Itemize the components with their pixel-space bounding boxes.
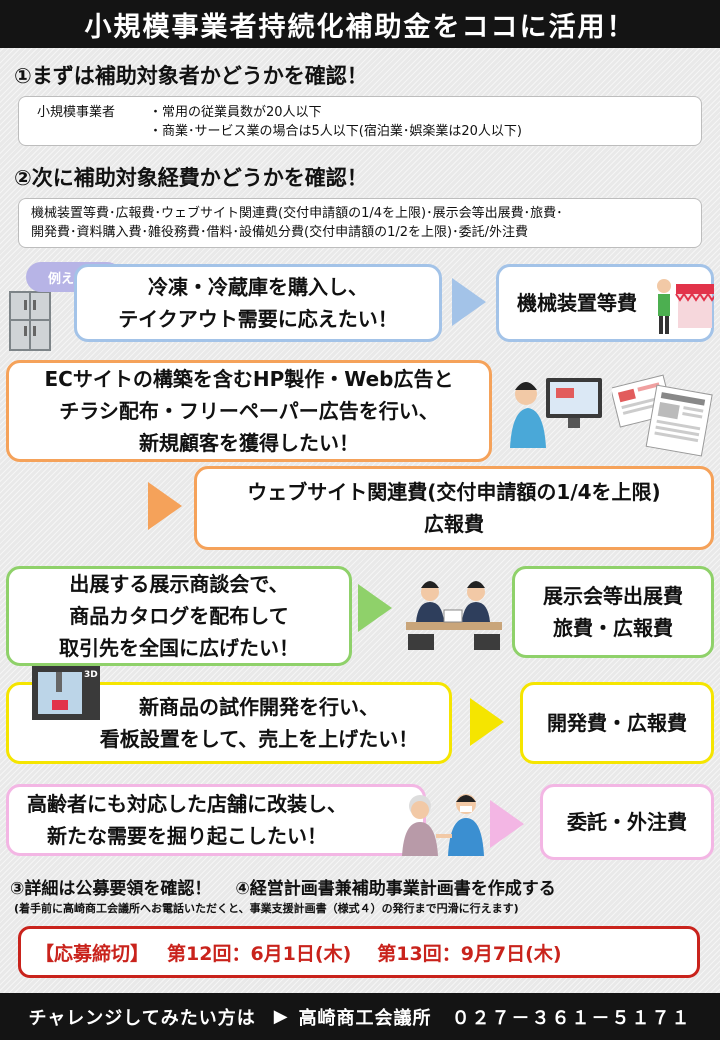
expense-line2: 開発費･資料購入費･雑役務費･借料･設備処分費(交付申請額の1/2を上限)･委託…: [31, 225, 528, 240]
example3-result-line2: 旅費・広報費: [553, 616, 673, 640]
contact-bar: チャレンジしてみたい方は ▶ 高崎商工会議所 ０２７－３６１－５１７１: [0, 993, 720, 1040]
example2-card: ECサイトの構築を含むHP製作・Web広告とチラシ配布・フリーペーパー広告を行い…: [6, 360, 492, 462]
3d-printer-icon: 3D: [30, 664, 102, 722]
eligibility-label: 小規模事業者: [37, 105, 116, 120]
step4-note: (着手前に高崎商工会議所へお電話いただくと、事業支援計画書（様式４）の発行まで円…: [14, 902, 519, 915]
flyers-icon: [610, 366, 716, 458]
example5-line1: 高齢者にも対応した店舗に改装し、: [27, 792, 347, 816]
arrow-icon: [470, 698, 504, 746]
step4-heading: ④経営計画書兼補助事業計画書を作成する: [235, 879, 556, 899]
example4-result-label: 開発費・広報費: [547, 711, 687, 735]
example5-result: 委託・外注費: [540, 784, 714, 860]
elderly-care-icon: [396, 788, 500, 858]
example5-result-label: 委託・外注費: [567, 810, 687, 834]
example3-result-line1: 展示会等出展費: [543, 584, 683, 608]
refrigerator-icon: [6, 258, 70, 354]
contact-text: チャレンジしてみたい方は: [28, 1007, 256, 1029]
step1-heading: ①まずは補助対象者かどうかを確認！: [14, 64, 368, 88]
computer-worker-icon: [508, 372, 608, 452]
example2-line3: 新規顧客を獲得したい！: [139, 431, 359, 455]
example1-result: 機械装置等費: [496, 264, 714, 342]
arrow-icon: [490, 800, 524, 848]
printer-label: 3D: [84, 670, 98, 680]
meeting-illustration-icon: [404, 572, 504, 652]
example1-line2: テイクアウト需要に応えたい！: [118, 307, 398, 331]
example3-line1: 出展する展示商談会で、: [69, 572, 289, 596]
eligibility-line2: ・商業･サービス業の場合は5人以下(宿泊業･娯楽業は20人以下): [149, 124, 522, 139]
example5-line2: 新たな需要を掘り起こしたい！: [47, 824, 327, 848]
play-arrow-icon: ▶: [273, 1006, 289, 1027]
shop-illustration-icon: [648, 272, 717, 338]
example3-line2: 商品カタログを配布して: [69, 604, 289, 628]
page-title: 小規模事業者持続化補助金をココに活用！: [0, 0, 720, 48]
example1-line1: 冷凍・冷蔵庫を購入し、: [147, 275, 368, 299]
example2-result-line1: ウェブサイト関連費(交付申請額の1/4を上限): [247, 480, 661, 504]
eligibility-box: 小規模事業者 ・常用の従業員数が20人以下 ・商業･サービス業の場合は5人以下(…: [18, 96, 702, 146]
expense-box: 機械装置等費･広報費･ウェブサイト関連費(交付申請額の1/4を上限)･展示会等出…: [18, 198, 702, 248]
step2-heading: ②次に補助対象経費かどうかを確認！: [14, 166, 368, 190]
example2-result: ウェブサイト関連費(交付申請額の1/4を上限) 広報費: [194, 466, 714, 550]
example3-card: 出展する展示商談会で、商品カタログを配布して取引先を全国に広げたい！: [6, 566, 352, 666]
contact-org: 高崎商工会議所: [298, 1007, 432, 1029]
example1-result-label: 機械装置等費: [517, 291, 637, 315]
example4-line2: 看板設置をして、売上を上げたい！: [99, 727, 419, 751]
example2-result-line2: 広報費: [423, 512, 484, 536]
example3-result: 展示会等出展費旅費・広報費: [512, 566, 714, 658]
expense-line1: 機械装置等費･広報費･ウェブサイト関連費(交付申請額の1/4を上限)･展示会等出…: [31, 206, 563, 221]
deadline-round13: 第13回：9月7日(木): [377, 942, 562, 965]
eligibility-line1: ・常用の従業員数が20人以下: [149, 105, 322, 120]
example2-line2: チラシ配布・フリーペーパー広告を行い、: [59, 399, 439, 423]
arrow-icon: [358, 584, 392, 632]
example2-line1: ECサイトの構築を含むHP製作・Web広告と: [44, 367, 454, 391]
arrow-icon: [148, 482, 182, 530]
deadline-box: 【応募締切】 第12回：6月1日(木) 第13回：9月7日(木): [18, 926, 700, 978]
steps-row: ③詳細は公募要領を確認！ ④経営計画書兼補助事業計画書を作成する: [10, 874, 556, 899]
step3-heading: ③詳細は公募要領を確認！: [10, 879, 212, 899]
example1-card: 冷凍・冷蔵庫を購入し、テイクアウト需要に応えたい！: [74, 264, 442, 342]
deadline-label: 【応募締切】: [35, 942, 150, 965]
deadline-round12: 第12回：6月1日(木): [167, 942, 352, 965]
example4-result: 開発費・広報費: [520, 682, 714, 764]
arrow-icon: [452, 278, 486, 326]
example4-line1: 新商品の試作開発を行い、: [139, 695, 379, 719]
contact-phone[interactable]: ０２７－３６１－５１７１: [451, 1007, 692, 1029]
example5-card: 高齢者にも対応した店舗に改装し、新たな需要を掘り起こしたい！: [6, 784, 426, 856]
example4-card: 新商品の試作開発を行い、看板設置をして、売上を上げたい！: [6, 682, 452, 764]
example3-line3: 取引先を全国に広げたい！: [59, 636, 299, 660]
